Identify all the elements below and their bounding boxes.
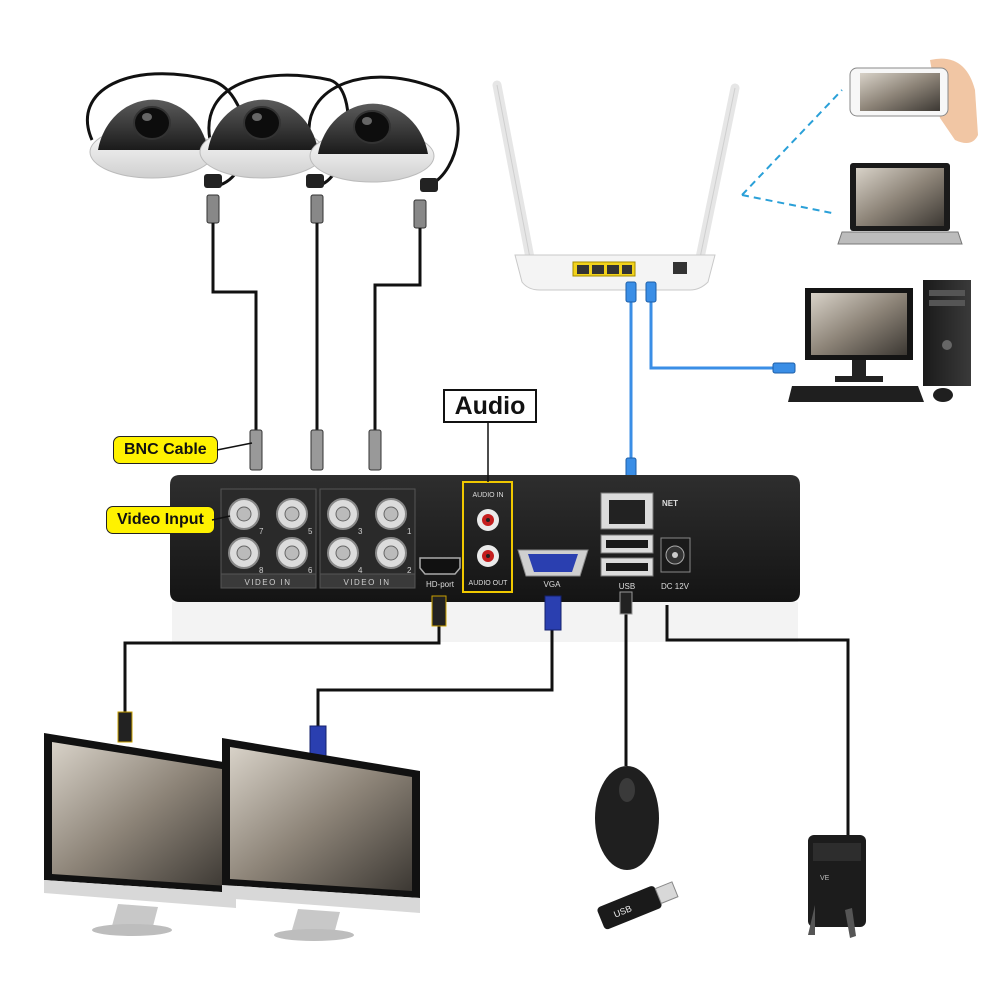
channel-6: 6 bbox=[308, 566, 313, 575]
channel-7: 7 bbox=[259, 527, 264, 536]
laptop bbox=[837, 163, 963, 245]
monitor-hdmi bbox=[44, 733, 236, 936]
bnc-cable-runs bbox=[211, 223, 422, 432]
power-adapter: VE bbox=[808, 835, 866, 938]
channel-3: 3 bbox=[358, 527, 363, 536]
audio-in-label: AUDIO IN bbox=[472, 492, 503, 499]
channel-2: 2 bbox=[407, 566, 412, 575]
bnc-cable-text: BNC Cable bbox=[124, 441, 207, 458]
bnc-sockets bbox=[228, 498, 407, 569]
usb-ports bbox=[600, 534, 654, 577]
net-label: NET bbox=[662, 499, 678, 508]
dc-jack bbox=[660, 537, 691, 573]
output-cables bbox=[123, 605, 850, 835]
network-cables bbox=[629, 300, 775, 470]
video-input-callout: Video Input bbox=[106, 506, 215, 534]
mouse bbox=[595, 766, 659, 870]
rca-jack-icon bbox=[477, 509, 499, 567]
channel-8: 8 bbox=[259, 566, 264, 575]
vga-label: VGA bbox=[544, 580, 562, 589]
cable-connectors bbox=[117, 591, 633, 763]
channel-numbers: 7 5 8 6 3 1 4 2 bbox=[259, 527, 412, 575]
video-input-text: Video Input bbox=[117, 511, 204, 528]
rj45-plug-icon bbox=[625, 281, 796, 479]
vga-port bbox=[517, 549, 589, 577]
usb-label: USB bbox=[619, 582, 635, 591]
video-in-label-right: VIDEO IN bbox=[343, 578, 390, 587]
video-in-label-left: VIDEO IN bbox=[244, 578, 291, 587]
smartphone bbox=[849, 58, 978, 144]
hdmi-label: HD-port bbox=[426, 580, 455, 589]
dome-camera-3 bbox=[309, 103, 438, 192]
bnc-cable-callout: BNC Cable bbox=[113, 436, 218, 464]
network-port bbox=[600, 492, 654, 530]
adapter-label: VE bbox=[820, 875, 830, 882]
monitor-vga bbox=[222, 738, 420, 941]
channel-5: 5 bbox=[308, 527, 313, 536]
usb-flash-drive: USB bbox=[597, 881, 679, 930]
desktop-computer bbox=[788, 280, 971, 402]
hdmi-port bbox=[419, 557, 461, 575]
wifi-router bbox=[492, 80, 740, 291]
audio-callout: Audio bbox=[443, 389, 537, 423]
wireless-link bbox=[741, 89, 843, 214]
channel-4: 4 bbox=[358, 566, 363, 575]
dc-label: DC 12V bbox=[661, 582, 690, 591]
dome-camera-1 bbox=[89, 99, 222, 188]
bnc-plug-icon bbox=[249, 429, 382, 471]
bnc-connector-icon bbox=[206, 194, 427, 229]
channel-1: 1 bbox=[407, 527, 412, 536]
audio-out-label: AUDIO OUT bbox=[469, 580, 509, 587]
dome-camera-2 bbox=[199, 99, 325, 188]
